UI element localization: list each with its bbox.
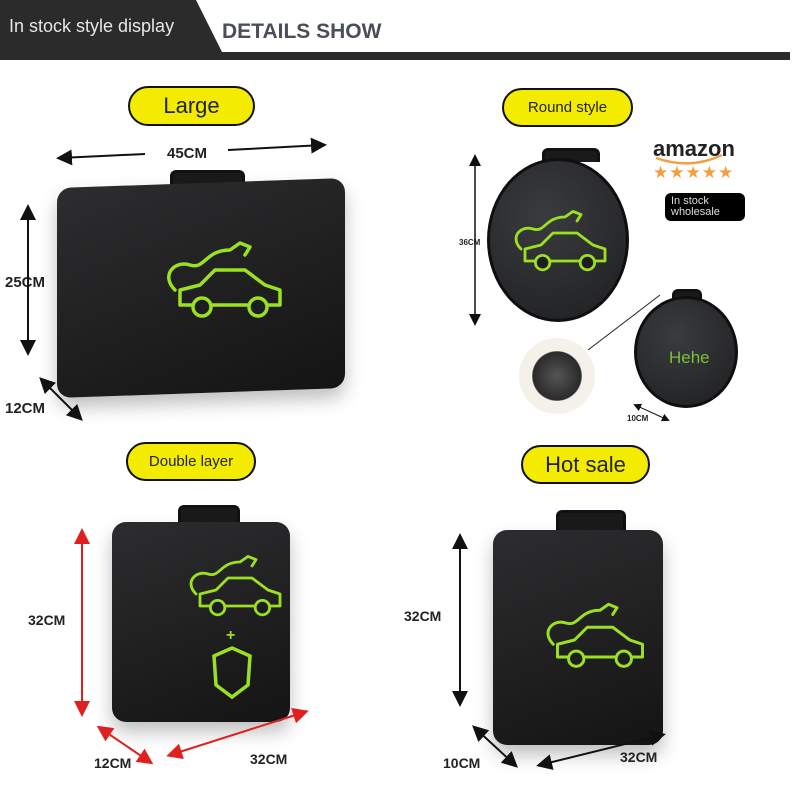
rating-stars-icon: ★★★★★	[653, 163, 735, 182]
dimension-arrow	[166, 708, 309, 759]
double-bag	[112, 522, 290, 722]
dimension-arrow	[56, 149, 146, 166]
header-left-panel: In stock style display	[0, 0, 222, 52]
ev-car-logo	[167, 241, 282, 318]
shield-plug-icon	[212, 646, 252, 700]
hot-height: 32CM	[404, 608, 442, 624]
header-left-label: In stock style display	[9, 16, 175, 36]
hot-depth: 10CM	[443, 755, 481, 771]
ev-car-logo	[189, 555, 282, 617]
label-large: Large	[128, 86, 255, 126]
amazon-smile-icon	[655, 153, 723, 165]
dimension-arrow	[39, 377, 83, 421]
dimension-arrow	[96, 725, 154, 765]
large-width: 45CM	[167, 145, 208, 162]
double-height: 32CM	[28, 612, 66, 628]
ev-car-logo	[546, 602, 644, 668]
header-bar	[0, 52, 790, 60]
label-round: Round style	[502, 88, 633, 127]
plus-icon: +	[226, 627, 235, 644]
dimension-arrow	[227, 137, 327, 154]
large-depth: 12CM	[5, 400, 46, 417]
page-title: DETAILS SHOW	[222, 20, 382, 43]
dimension-arrow	[633, 403, 670, 422]
inset-detail	[519, 338, 595, 414]
amazon-logo: amazon	[653, 136, 735, 161]
ev-car-logo	[514, 209, 607, 272]
bag-handle	[672, 289, 702, 299]
label-double: Double layer	[126, 442, 256, 481]
bag-handle	[178, 505, 240, 527]
pointer-line	[587, 294, 661, 351]
dimension-arrow	[536, 730, 666, 770]
round-bag	[487, 158, 629, 322]
stock-badge: In stock wholesale	[665, 193, 745, 221]
label-hot: Hot sale	[521, 445, 650, 484]
round-bag-side	[634, 296, 738, 408]
dimension-arrow	[472, 725, 518, 768]
print-text: Hehe	[669, 348, 710, 367]
